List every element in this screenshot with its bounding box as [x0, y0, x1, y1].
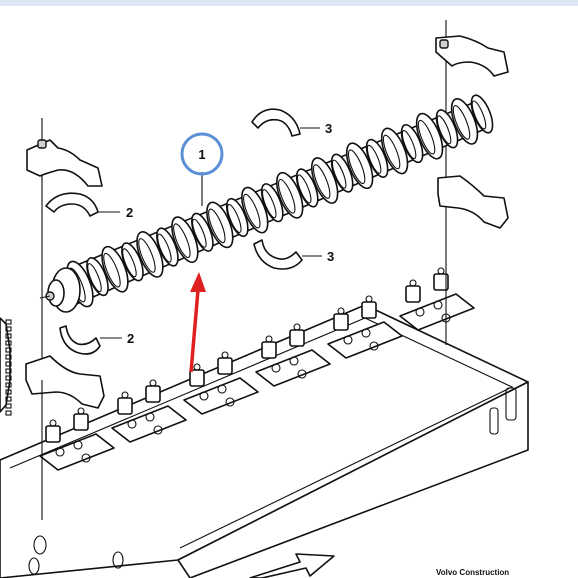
cam-lobe — [171, 216, 199, 264]
cam-lobe — [225, 197, 249, 238]
brand-footer: Volvo Construction — [436, 568, 509, 577]
cam-lobe — [276, 171, 304, 219]
top-band — [0, 0, 578, 6]
leader-lines — [98, 127, 322, 339]
cam-lobe — [101, 245, 129, 293]
bearing-cap-left-upper — [26, 139, 103, 187]
head-bay — [183, 351, 259, 415]
head-bay — [39, 407, 115, 471]
bearing-cap-left-lower — [25, 355, 105, 409]
callout-1-camshaft: 1 — [198, 147, 205, 162]
cam-lobe — [241, 186, 269, 234]
red-pointer-arrow — [189, 272, 206, 373]
cam-lobe — [415, 112, 444, 160]
bearing-cap-right-upper — [435, 35, 509, 77]
cam-lobe — [310, 157, 339, 204]
cylinder-head-cells — [39, 267, 475, 471]
head-bay — [327, 295, 403, 359]
direction-arrow — [249, 553, 335, 578]
cam-lobe — [156, 227, 179, 267]
bearing-cap-right-lower — [437, 175, 509, 229]
camshaft — [39, 94, 494, 313]
head-bay — [255, 323, 331, 387]
cam-lobe — [295, 168, 319, 208]
cam-lobe — [345, 142, 374, 190]
cam-lobe — [470, 94, 494, 134]
cam-lobe — [260, 183, 284, 223]
camshaft-highlight-circle — [180, 132, 224, 176]
cam-lobe — [191, 212, 214, 252]
bearing-shell-left-upper — [45, 192, 99, 217]
bearing-shell-left-lower — [59, 325, 101, 355]
cam-lobe — [206, 201, 234, 249]
bearing-shell-right-lower — [253, 239, 303, 270]
cam-lobe — [435, 109, 459, 149]
cylinder-head — [0, 304, 529, 578]
cam-lobe — [86, 257, 109, 297]
head-bay — [111, 379, 187, 443]
cam-lobe — [330, 153, 354, 193]
callout-2-upper-shell: 2 — [126, 205, 133, 220]
cam-lobe — [380, 127, 409, 175]
callout-3-lower-shell: 3 — [327, 249, 334, 264]
cam-lobe — [136, 231, 164, 278]
drive-gear — [0, 317, 12, 416]
head-bay — [399, 267, 475, 331]
cam-lobe — [400, 123, 424, 164]
bearing-shell-right-upper — [251, 108, 301, 137]
cam-lobe — [365, 138, 389, 178]
callout-2-lower-shell: 2 — [127, 331, 134, 346]
cam-lobe — [121, 242, 144, 282]
cam-lobe — [450, 98, 479, 145]
callout-3-upper-shell: 3 — [325, 121, 332, 136]
